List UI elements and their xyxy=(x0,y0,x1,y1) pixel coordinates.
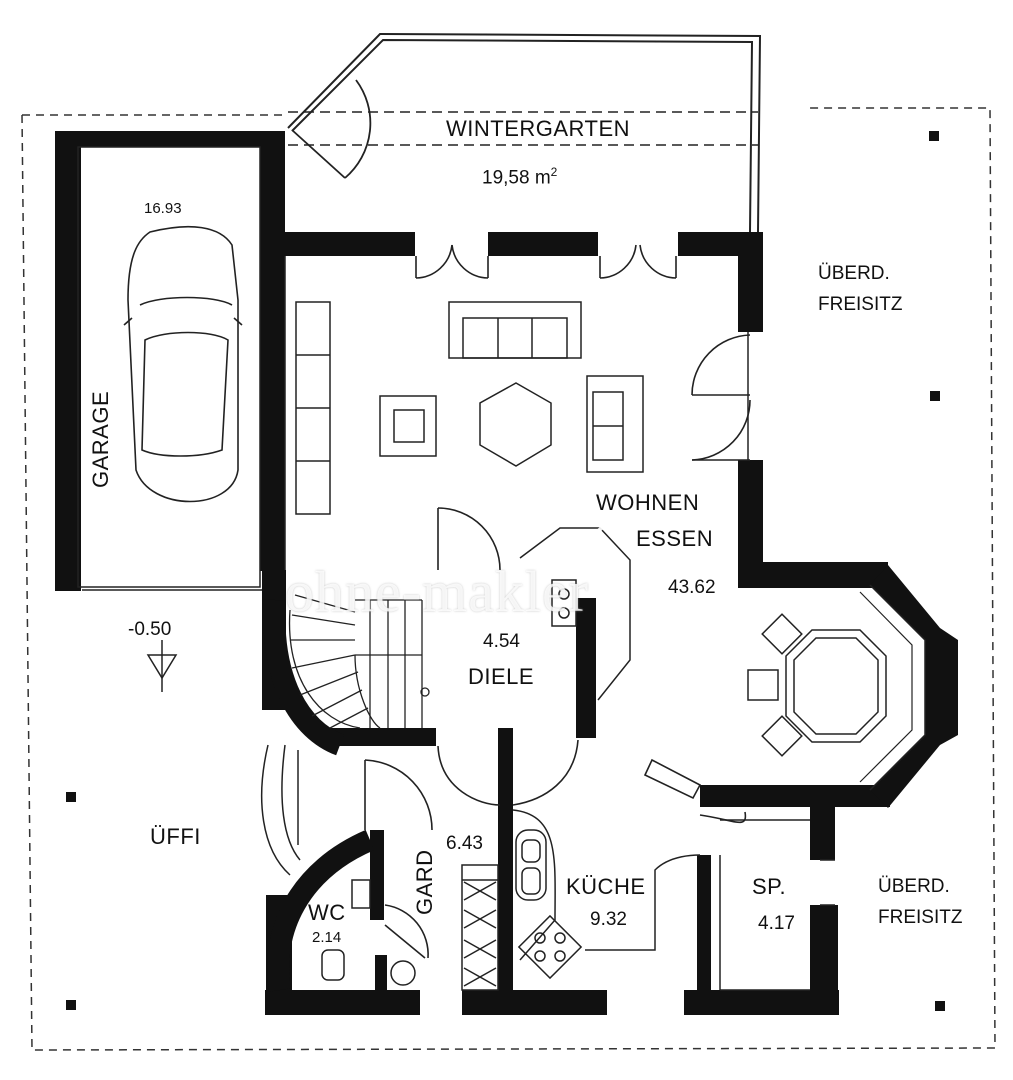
room-area-wc: 2.14 xyxy=(312,929,342,946)
room-label-wc: WC xyxy=(308,900,346,925)
watermark: ohne-makler xyxy=(285,559,590,624)
room-area-wintergarten: 19,58 m2 xyxy=(482,165,558,189)
room-label-uffi: ÜFFI xyxy=(150,824,201,849)
room-label-garage: GARAGE xyxy=(88,390,113,488)
room-label-freisitz-bottom-2: FREISITZ xyxy=(878,907,963,928)
stair-wall xyxy=(263,599,345,756)
room-area-diele: 4.54 xyxy=(483,631,520,652)
level-value: -0.50 xyxy=(128,619,172,640)
room-label-freisitz-bottom-1: ÜBERD. xyxy=(878,876,950,897)
markers xyxy=(66,131,945,1011)
thin-lines xyxy=(77,146,835,991)
room-area-sp: 4.17 xyxy=(758,913,795,934)
room-area-garage: 16.93 xyxy=(144,200,182,217)
room-area-kueche: 9.32 xyxy=(590,909,627,930)
wintergarten-door xyxy=(291,79,372,179)
bay-window xyxy=(859,565,958,808)
room-label-kueche: KÜCHE xyxy=(566,874,646,899)
room-label-freisitz-top-1: ÜBERD. xyxy=(818,263,890,284)
wintergarten-glazing xyxy=(287,32,762,233)
site-boundary xyxy=(21,107,996,1051)
car-icon xyxy=(123,225,243,503)
doors xyxy=(364,244,751,959)
room-label-sp: SP. xyxy=(752,874,787,899)
room-label-gard: GARD xyxy=(412,849,437,915)
room-label-freisitz-top-2: FREISITZ xyxy=(818,294,903,315)
room-label-wohnen: WOHNEN xyxy=(596,490,700,515)
staircase xyxy=(288,594,430,729)
wc-wall xyxy=(267,829,375,992)
watermark-logo-icon xyxy=(328,467,608,542)
room-label-essen: ESSEN xyxy=(636,526,714,551)
room-label-diele: DIELE xyxy=(468,664,535,689)
room-area-gard: 6.43 xyxy=(446,833,483,854)
furniture xyxy=(260,301,887,987)
room-label-wintergarten: WINTERGARTEN xyxy=(446,116,631,141)
walls xyxy=(55,131,890,1015)
room-area-wohnen: 43.62 xyxy=(668,577,716,598)
level-triangle-icon xyxy=(146,640,178,692)
